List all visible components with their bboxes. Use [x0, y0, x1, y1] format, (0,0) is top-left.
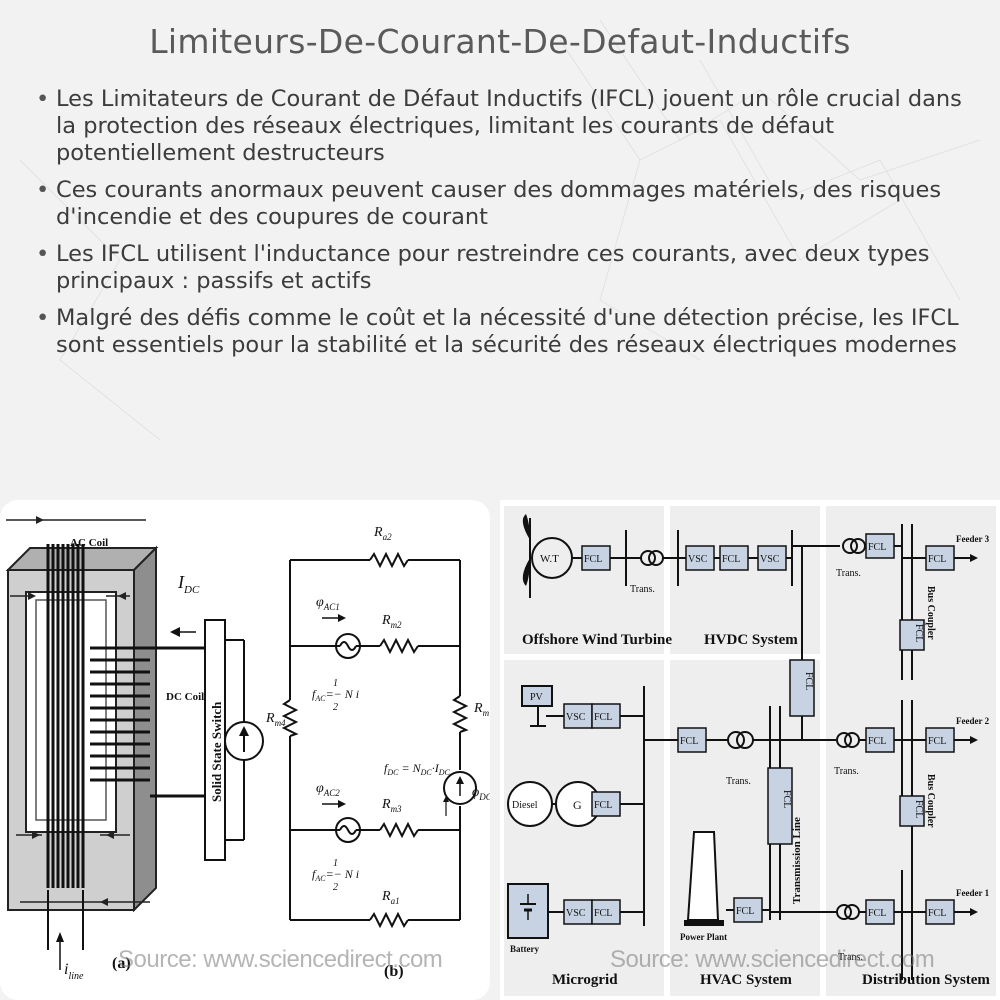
- offshore-label: Offshore Wind Turbine: [522, 632, 672, 648]
- trans-label: Trans.: [838, 952, 863, 963]
- ac-coil: [46, 544, 85, 888]
- bullet-text: Malgré des défis comme le coût et la néc…: [56, 305, 959, 358]
- ra2-label: Ra2: [373, 525, 392, 542]
- phi-dc-label: ϕDC: [472, 785, 490, 802]
- fcl-box-label: FCL: [868, 542, 886, 553]
- vsc-box-label: VSC: [566, 712, 586, 723]
- idc-label: IDC: [177, 572, 200, 596]
- rm3-label: Rm3: [381, 797, 402, 814]
- bullet-item: •Les IFCL utilisent l'inductance pour re…: [36, 241, 966, 295]
- bullet-list: •Les Limitateurs de Courant de Défaut In…: [36, 86, 966, 369]
- source-credit-left: Source: www.sciencedirect.com: [118, 946, 443, 973]
- ac-coil-label: AC Coil: [70, 537, 108, 549]
- power-plant-label: Power Plant: [680, 932, 727, 942]
- trans-label: Trans.: [836, 568, 861, 579]
- f-ac1-label: fAC=− N i: [312, 687, 359, 703]
- source-credit-right: Source: www.sciencedirect.com: [610, 946, 935, 973]
- fcl-box-label: FCL: [803, 672, 814, 690]
- f-ac2-label: fAC=− N i: [312, 867, 359, 883]
- transmission-line-label: Transmission Line: [791, 817, 803, 904]
- fcl-box-label: FCL: [594, 908, 612, 919]
- bullet-item: •Ces courants anormaux peuvent causer de…: [36, 177, 966, 231]
- fcl-box-label: FCL: [913, 800, 924, 818]
- grid-network-diagram: FCL VSC FCL VSC FCL FCL FCL FCL VSC FCL …: [500, 500, 1000, 1000]
- feeder3-label: Feeder 3: [956, 534, 990, 544]
- bullet-text: Ces courants anormaux peuvent causer des…: [56, 177, 942, 230]
- trans-label: Trans.: [630, 584, 655, 595]
- dc-coil-label: DC Coil: [166, 691, 204, 703]
- fcl-box-label: FCL: [928, 554, 946, 565]
- trans-label: Trans.: [726, 776, 751, 787]
- distribution-label: Distribution System: [862, 972, 990, 988]
- bus-coupler-label: Bus Coupler: [925, 586, 936, 640]
- bullet-text: Les IFCL utilisent l'inductance pour res…: [56, 241, 930, 294]
- fcl-box-label: FCL: [868, 736, 886, 747]
- fcl-box-label: FCL: [680, 736, 698, 747]
- figure-label-a: (a): [112, 955, 131, 972]
- fcl-box-label: FCL: [594, 712, 612, 723]
- diesel-label: Diesel: [512, 800, 538, 811]
- trans-label: Trans.: [834, 766, 859, 777]
- rm2-label: Rm2: [381, 613, 402, 630]
- fcl-box-label: FCL: [781, 790, 792, 808]
- fcl-box-label: FCL: [928, 736, 946, 747]
- rm4-label: Rm4: [265, 711, 286, 728]
- bullet-text: Les Limitateurs de Courant de Défaut Ind…: [56, 86, 962, 166]
- fcl-box-label: FCL: [736, 906, 754, 917]
- phi-ac1-label: φAC1: [316, 595, 340, 612]
- bullet-dot-icon: •: [36, 305, 50, 331]
- fcl-box-label: FCL: [722, 554, 740, 565]
- ifcl-circuit-figure: AC Coil DC Coil IDC Solid State Switch i…: [0, 500, 490, 1000]
- fcl-box-label: FCL: [584, 554, 602, 565]
- frac-den-1: 2: [333, 702, 338, 713]
- microgrid-label: Microgrid: [552, 972, 618, 988]
- frac-num-2: 1: [333, 858, 338, 869]
- ra1-label: Ra1: [381, 889, 400, 906]
- equivalent-circuit: [281, 551, 477, 929]
- vsc-box-label: VSC: [760, 554, 780, 565]
- feeder1-label: Feeder 1: [956, 888, 990, 898]
- rm-label: Rm: [473, 701, 490, 718]
- page-title: Limiteurs-De-Courant-De-Defaut-Inductifs: [149, 22, 851, 61]
- wt-label: W.T: [540, 553, 559, 565]
- bullet-dot-icon: •: [36, 86, 50, 112]
- svg-text:Solid State Switch: Solid State Switch: [209, 701, 224, 802]
- vsc-box-label: VSC: [688, 554, 708, 565]
- fcl-box-label: FCL: [913, 624, 924, 642]
- fcl-box-label: FCL: [928, 908, 946, 919]
- g-label: G: [573, 798, 582, 812]
- bullet-item: •Malgré des défis comme le coût et la né…: [36, 305, 966, 359]
- hvdc-label: HVDC System: [704, 632, 798, 648]
- fcl-box-label: FCL: [868, 908, 886, 919]
- fcl-box-label: FCL: [594, 800, 612, 811]
- iron-core: [5, 516, 159, 913]
- battery-label: Battery: [510, 944, 539, 954]
- f-dc-label: fDC = NDC·IDC: [384, 761, 450, 777]
- frac-num-1: 1: [333, 678, 338, 689]
- figure-label-b: (b): [384, 963, 404, 980]
- power-plant-icon: [686, 831, 720, 921]
- solid-state-switch: Solid State Switch: [204, 619, 226, 861]
- bus-coupler-label: Bus Coupler: [925, 774, 936, 828]
- iline-label: iline: [64, 961, 84, 982]
- bullet-dot-icon: •: [36, 241, 50, 267]
- pv-label: PV: [530, 692, 544, 703]
- bullet-item: •Les Limitateurs de Courant de Défaut In…: [36, 86, 966, 167]
- bullet-dot-icon: •: [36, 177, 50, 203]
- dc-coil: [90, 646, 150, 782]
- hvac-label: HVAC System: [700, 972, 792, 988]
- phi-ac2-label: φAC2: [316, 781, 340, 798]
- frac-den-2: 2: [333, 882, 338, 893]
- feeder2-label: Feeder 2: [956, 716, 990, 726]
- vsc-box-label: VSC: [566, 908, 586, 919]
